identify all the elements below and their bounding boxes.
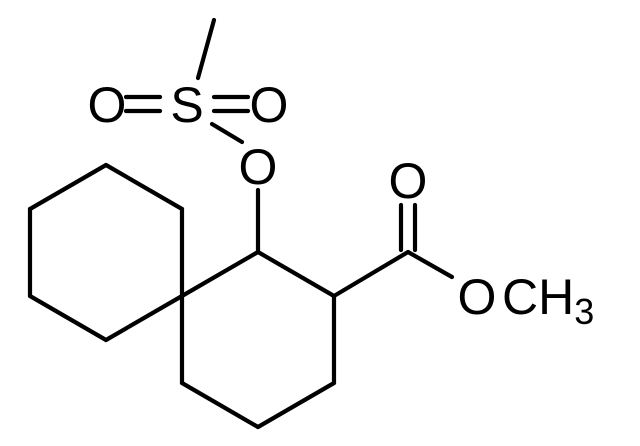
- atom-sulfonyl-oxygen-left: O: [88, 77, 127, 133]
- bond-c6-c1: [27, 162, 109, 212]
- methyl-ester-group: [331, 202, 455, 299]
- atom-sulfur: S: [170, 77, 203, 133]
- cyclohexane-ring: [27, 162, 185, 343]
- bond-spiro-ca: [179, 249, 261, 299]
- cyclohexane-ring-substituted: [179, 249, 337, 430]
- atom-methoxy-oxygen: O: [458, 269, 497, 325]
- mesylate-group: [123, 17, 261, 255]
- atom-methyl-hydrogen: H: [538, 269, 574, 325]
- atom-methyl-carbon: C: [502, 269, 538, 325]
- atom-methyl-group: CH3: [502, 269, 594, 332]
- bond-spiro-c4: [103, 293, 185, 343]
- atom-carbonyl-oxygen: O: [389, 153, 428, 209]
- bond-s-methyl: [195, 17, 217, 81]
- atom-ester-link-oxygen: O: [239, 139, 278, 195]
- bond-ca-cb: [255, 249, 337, 299]
- bond-carbonyl-oc: [405, 249, 455, 280]
- bond-cb-carbonyl: [331, 249, 411, 299]
- bond-cc-cd: [255, 380, 337, 430]
- atom-sulfonyl-oxygen-right: O: [250, 77, 289, 133]
- bond-c4-c5: [27, 293, 109, 343]
- bond-c1-c2: [103, 162, 185, 212]
- bond-o-s: [209, 121, 245, 145]
- atom-methyl-hydrogen-count: 3: [574, 291, 594, 332]
- bond-cd-ce: [179, 380, 261, 430]
